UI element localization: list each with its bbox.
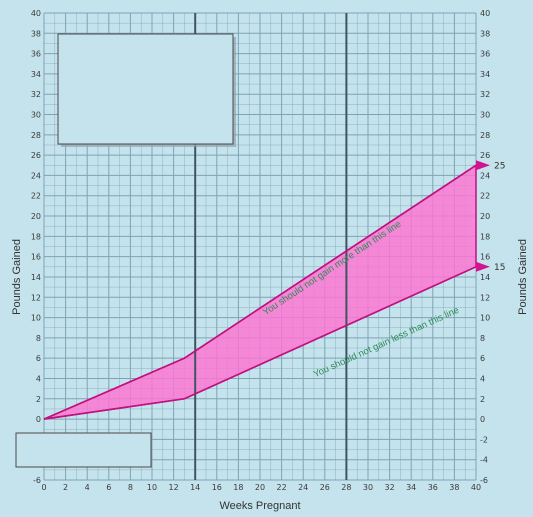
x-tick-label: 6 [106,483,111,492]
y-tick-label-right: 2 [480,395,485,404]
y-tick-label-right: 40 [480,9,490,18]
y-tick-label-right: 16 [480,253,490,262]
y-tick-label-right: 12 [480,293,490,302]
y-tick-label-left: 28 [31,131,41,140]
y-tick-label-right: 20 [480,212,490,221]
x-tick-label: 36 [428,483,438,492]
y-tick-label-right: 14 [480,273,490,282]
y-tick-label-right: 22 [480,192,490,201]
y-tick-label-left: 24 [31,171,41,180]
x-tick-label: 14 [190,483,200,492]
y-tick-label-left: 10 [31,314,41,323]
y-axis-right-title: Pounds Gained [517,239,529,315]
bottom-left-blank-box [15,432,152,468]
y-tick-label-left: 8 [36,334,41,343]
x-tick-label: 4 [85,483,90,492]
lower-end-marker [476,261,490,272]
y-tick-label-left: 36 [31,50,41,59]
y-tick-label-right: 34 [480,70,490,79]
y-tick-label-right: 38 [480,29,490,38]
y-tick-label-left: 40 [31,9,41,18]
y-tick-label-left: 30 [31,111,41,120]
upper-limit-line [43,164,477,420]
y-tick-label-right: 10 [480,314,490,323]
y-tick-label-left: 18 [31,232,41,241]
y-tick-label-left: 14 [31,273,41,282]
y-tick-label-right: -4 [480,456,488,465]
y-tick-label-left: 20 [31,212,41,221]
y-tick-label-right: 6 [480,354,485,363]
x-axis-title: Weeks Pregnant [219,500,300,512]
y-axis-left-ticks: -6-4-20246810121416182022242628303234363… [31,9,41,485]
x-tick-label: 2 [63,483,68,492]
top-left-blank-box [57,33,236,147]
y-tick-label-left: 34 [31,70,41,79]
y-tick-label-right: 8 [480,334,485,343]
x-tick-label: 32 [385,483,395,492]
y-tick-label-right: 18 [480,232,490,241]
y-tick-label-left: 2 [36,395,41,404]
y-tick-label-right: -2 [480,435,488,444]
x-tick-label: 30 [363,483,373,492]
y-tick-label-left: 0 [36,415,41,424]
x-tick-label: 12 [169,483,179,492]
x-tick-label: 34 [406,483,416,492]
x-tick-label: 24 [298,483,308,492]
x-tick-label: 8 [128,483,133,492]
x-tick-label: 16 [212,483,222,492]
x-tick-label: 0 [41,483,46,492]
y-tick-label-left: -6 [33,476,41,485]
upper-end-label: 25 [494,161,505,171]
y-axis-left-title: Pounds Gained [11,239,23,315]
y-axis-right-ticks: -6-4-20246810121416182022242628303234363… [480,9,490,485]
upper-end-marker [476,160,490,171]
lower-limit-line [43,266,477,420]
x-tick-label: 40 [471,483,481,492]
y-tick-label-left: 4 [36,374,41,383]
y-tick-label-left: 16 [31,253,41,262]
y-tick-label-right: 32 [480,90,490,99]
y-tick-label-right: 26 [480,151,490,160]
y-tick-label-right: 28 [480,131,490,140]
y-tick-label-right: -6 [480,476,488,485]
x-tick-label: 38 [449,483,459,492]
y-tick-label-left: 38 [31,29,41,38]
y-tick-label-right: 36 [480,50,490,59]
y-tick-label-right: 30 [480,111,490,120]
x-tick-label: 10 [147,483,157,492]
y-tick-label-right: 24 [480,171,490,180]
x-tick-label: 28 [341,483,351,492]
y-tick-label-left: 32 [31,90,41,99]
x-tick-label: 18 [233,483,243,492]
y-tick-label-left: 12 [31,293,41,302]
x-tick-label: 20 [255,483,265,492]
lower-end-label: 15 [494,263,505,273]
x-tick-label: 22 [277,483,287,492]
y-tick-label-right: 0 [480,415,485,424]
y-tick-label-left: 22 [31,192,41,201]
y-tick-label-left: 6 [36,354,41,363]
x-tick-label: 26 [320,483,330,492]
y-tick-label-right: 4 [480,374,485,383]
y-tick-label-left: 26 [31,151,41,160]
